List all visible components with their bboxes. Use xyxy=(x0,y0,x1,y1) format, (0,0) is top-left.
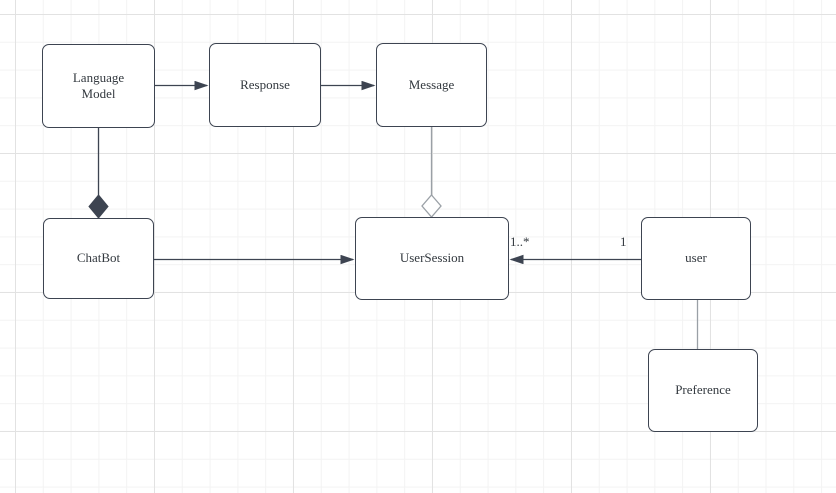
class-box-preference[interactable]: Preference xyxy=(648,349,758,432)
class-box-user[interactable]: user xyxy=(641,217,751,300)
class-label-user: user xyxy=(685,250,707,266)
multiplicity-label-user-end: 1 xyxy=(620,234,627,249)
class-label-chatbot: ChatBot xyxy=(76,250,121,266)
class-label-language-model: Language Model xyxy=(72,69,125,101)
class-label-response: Response xyxy=(240,76,290,92)
aggregation-diamond-icon xyxy=(421,194,442,218)
multiplicity-label-usersession-end: 1..* xyxy=(510,234,530,249)
class-box-response[interactable]: Response xyxy=(209,43,321,127)
class-box-chatbot[interactable]: ChatBot xyxy=(43,218,154,299)
class-label-message: Message xyxy=(408,76,455,92)
class-box-message[interactable]: Message xyxy=(376,43,487,127)
class-box-usersession[interactable]: UserSession xyxy=(355,217,509,300)
class-label-usersession: UserSession xyxy=(399,250,465,266)
class-box-language-model[interactable]: Language Model xyxy=(42,44,155,128)
composition-diamond-icon xyxy=(88,194,109,219)
class-label-preference: Preference xyxy=(675,382,731,398)
